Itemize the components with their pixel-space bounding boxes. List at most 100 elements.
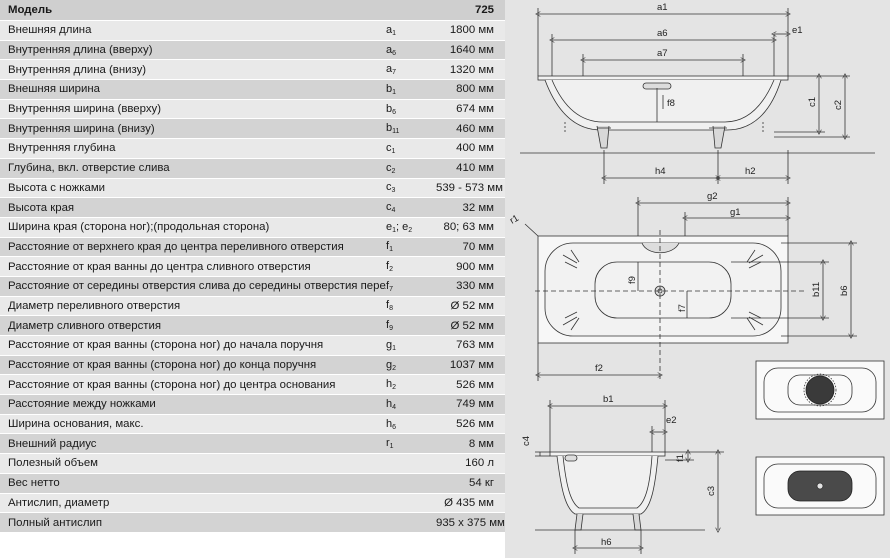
symbol-letter: f: [386, 240, 390, 253]
dim-b1-label: b1: [603, 394, 614, 405]
symbol-index: 2: [392, 384, 397, 392]
header-value: 725: [474, 4, 494, 16]
parameter-label: Расстояние между ножками: [8, 398, 156, 411]
parameter-value: 160 л: [465, 457, 494, 470]
parameter-label: Ширина основания, макс.: [8, 418, 144, 431]
parameter-value: 1800 мм: [449, 24, 494, 37]
parameter-value: 54 кг: [469, 477, 494, 490]
symbol-letter: ; e: [396, 220, 409, 233]
parameter-value: Ø 435 мм: [444, 496, 494, 509]
parameter-label: Внутренняя ширина (внизу): [8, 122, 155, 135]
symbol-letter: b: [386, 82, 393, 95]
parameter-label: Высота края: [8, 201, 75, 214]
table-row: Ширина основания, макс. h6 526 мм: [0, 414, 505, 435]
table-row: Вес нетто 54 кг: [0, 473, 505, 494]
symbol-index: 2: [391, 167, 396, 175]
symbol-index: 1: [392, 344, 397, 352]
symbol-index: 7: [392, 69, 397, 77]
parameter-label: Внутренняя длина (вверху): [8, 44, 153, 57]
symbol-index: 9: [389, 325, 393, 333]
dim-e1-label: e1: [792, 25, 803, 36]
symbol-index: 6: [392, 108, 397, 116]
parameter-label: Высота с ножками: [8, 181, 106, 194]
side-view-drawing: [520, 8, 875, 184]
dim-a1-label: a1: [657, 2, 668, 13]
table-row: Ширина края (сторона ног);(продольная ст…: [0, 217, 505, 238]
table-row: Внешняя длина a1 1800 мм: [0, 21, 505, 41]
parameter-symbol: h6: [386, 418, 436, 431]
table-row: Полный антислип 935 x 375 мм: [0, 513, 505, 533]
symbol-letter: b: [386, 102, 393, 115]
parameter-value: 674 мм: [456, 103, 494, 116]
parameter-value: 935 x 375 мм: [436, 516, 505, 529]
parameter-label: Полный антислип: [8, 516, 103, 529]
symbol-letter: g: [386, 358, 393, 371]
symbol-letter: a: [386, 43, 393, 56]
dim-a7-label: a7: [657, 48, 668, 59]
parameter-value: 749 мм: [456, 398, 494, 411]
symbol-index: 2: [408, 226, 413, 234]
table-row: Расстояние от края ванны (сторона ног) д…: [0, 355, 505, 376]
table-row: Расстояние от верхнего края до центра пе…: [0, 237, 505, 258]
dim-f1-label: f1: [675, 454, 686, 462]
parameter-symbol: c4: [386, 201, 436, 214]
symbol-index: 3: [391, 187, 396, 195]
parameter-value: 900 мм: [456, 260, 494, 273]
parameter-label: Расстояние от края ванны до центра сливн…: [8, 260, 311, 273]
dim-h4-label: h4: [655, 166, 666, 177]
symbol-letter: c: [386, 161, 392, 174]
parameter-value: Ø 52 мм: [450, 319, 494, 332]
parameter-symbol: r1: [386, 437, 436, 450]
table-row: Расстояние от края ванны (сторона ног) д…: [0, 336, 505, 356]
parameter-symbol: a6: [386, 44, 436, 57]
parameter-value: 70 мм: [462, 240, 495, 253]
symbol-index: 1: [391, 147, 396, 155]
dim-c4-label: c4: [521, 436, 532, 446]
parameter-label: Диаметр сливного отверстия: [8, 319, 162, 332]
symbol-letter: h: [386, 397, 393, 410]
parameter-label: Вес нетто: [8, 477, 60, 490]
parameter-label: Расстояние от края ванны (сторона ног) д…: [8, 339, 324, 352]
parameter-label: Внутренняя глубина: [8, 142, 116, 155]
parameter-label: Ширина края (сторона ног);(продольная ст…: [8, 221, 270, 234]
parameter-symbol: h2: [386, 378, 436, 391]
cross-section-drawing: [535, 400, 724, 554]
parameter-value: 1037 мм: [449, 359, 494, 372]
symbol-letter: f: [386, 299, 390, 312]
parameter-label: Диаметр переливного отверстия: [8, 299, 181, 312]
symbol-letter: r: [386, 437, 390, 450]
parameter-label: Внешняя длина: [8, 24, 92, 37]
table-header: Модель 725: [0, 0, 505, 21]
symbol-letter: h: [386, 378, 393, 391]
symbol-letter: f: [386, 319, 390, 332]
symbol-index: 8: [389, 305, 393, 313]
parameter-label: Глубина, вкл. отверстие слива: [8, 162, 170, 175]
dim-h6-label: h6: [601, 537, 612, 548]
parameter-value: 526 мм: [456, 378, 494, 391]
symbol-index: 6: [392, 423, 397, 431]
symbol-index: 2: [392, 364, 397, 372]
dim-f7-label: f7: [677, 304, 688, 312]
parameter-symbol: g2: [386, 359, 436, 372]
parameter-symbol: a7: [386, 63, 436, 76]
parameter-symbol: b1: [386, 83, 436, 96]
dim-b6-label: b6: [839, 285, 850, 296]
parameter-label: Антислип, диаметр: [8, 496, 110, 509]
parameter-symbol: f9: [386, 319, 436, 332]
table-row: Диаметр сливного отверстия f9 Ø 52 мм: [0, 316, 505, 336]
symbol-letter: c: [386, 181, 392, 194]
parameter-symbol: a1: [386, 24, 436, 37]
symbol-index: 11: [392, 128, 400, 136]
symbol-letter: c: [386, 201, 392, 214]
parameter-label: Расстояние от верхнего края до центра пе…: [8, 240, 344, 253]
parameter-symbol: f2: [386, 260, 436, 273]
parameter-symbol: b11: [386, 122, 436, 135]
parameter-value: 526 мм: [456, 418, 494, 431]
